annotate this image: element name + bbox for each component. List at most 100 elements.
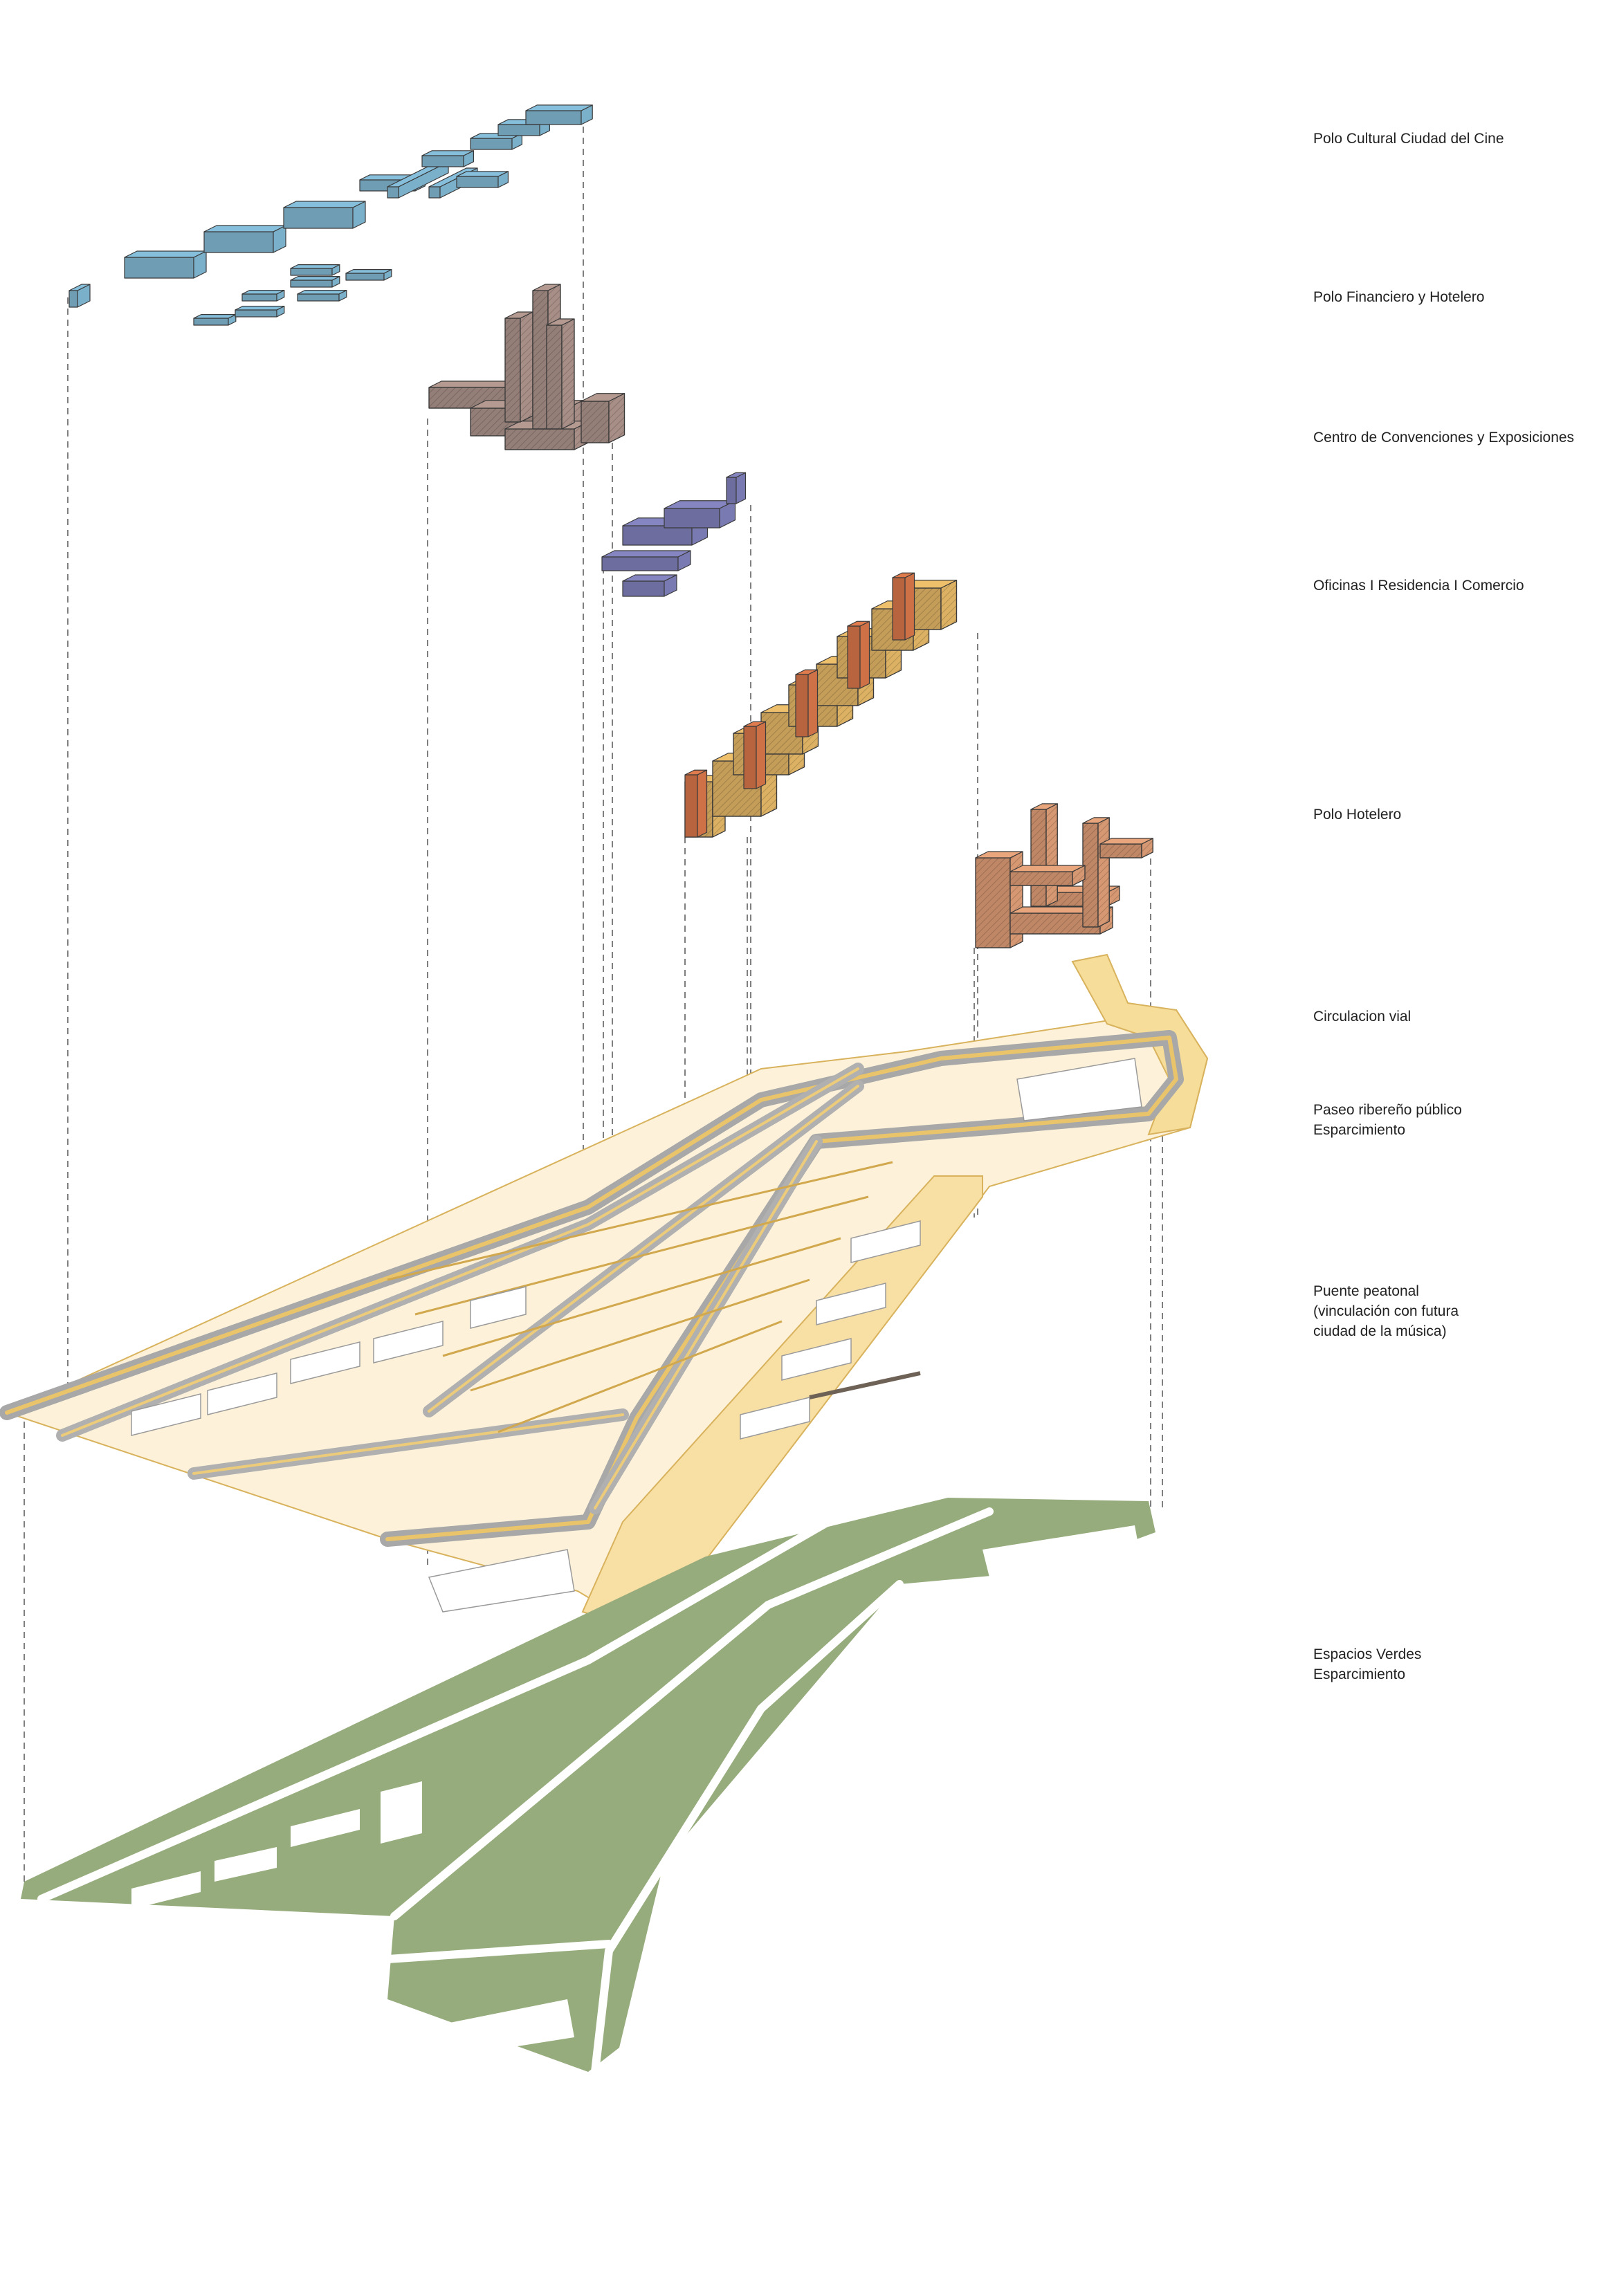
building-block	[1009, 865, 1086, 886]
building-block	[203, 225, 286, 253]
block-front-face	[726, 477, 737, 504]
block-top-face	[290, 264, 340, 269]
layer-financial-towers	[428, 284, 625, 450]
block-side-face	[736, 472, 747, 504]
building-block	[601, 550, 691, 571]
block-top-face	[235, 306, 285, 311]
block-top-face	[1099, 838, 1153, 845]
legend-label-green: Espacios Verdes Esparcimiento	[1313, 1646, 1422, 1682]
layer-hotel-blocks	[975, 803, 1153, 948]
block-top-face	[193, 314, 237, 319]
block-front-hatch	[975, 857, 1011, 948]
block-front-face	[847, 625, 861, 689]
block-front-face	[283, 207, 354, 229]
block-front-hatch	[504, 318, 521, 423]
building-block	[387, 161, 449, 199]
block-front-face	[525, 110, 582, 125]
block-top-face	[1082, 817, 1110, 824]
block-top-face	[525, 104, 593, 111]
block-side-face	[904, 572, 915, 641]
block-front-face	[601, 556, 679, 571]
building-block	[546, 318, 575, 430]
building-block	[283, 201, 366, 229]
block-top-face	[892, 572, 915, 578]
block-side-hatch	[608, 393, 625, 443]
block-front-hatch	[1030, 809, 1047, 907]
building-block	[290, 264, 340, 276]
block-side-face	[697, 769, 708, 838]
legend-label-offices: Oficinas I Residencia I Comercio	[1313, 578, 1524, 594]
legend-label-roads: Circulacion vial	[1313, 1009, 1411, 1025]
building-block	[795, 669, 819, 737]
building-block	[68, 284, 91, 308]
block-front-hatch	[532, 290, 549, 430]
building-block	[1099, 838, 1153, 858]
building-block	[664, 500, 736, 529]
building-block	[581, 393, 625, 443]
building-block	[193, 314, 237, 326]
building-block	[241, 290, 285, 302]
building-block	[235, 306, 285, 318]
block-front-face	[68, 290, 78, 308]
building-block	[1030, 803, 1058, 907]
block-side-hatch	[1045, 803, 1058, 907]
green-space	[21, 1498, 1155, 2072]
block-front-hatch	[1099, 843, 1142, 858]
building-block	[124, 250, 207, 279]
block-front-face	[290, 268, 333, 276]
block-top-face	[241, 290, 285, 295]
block-front-face	[497, 124, 540, 136]
legend-label-hotel: Polo Hotelero	[1313, 807, 1402, 823]
block-top-face	[532, 284, 561, 291]
block-front-face	[743, 726, 757, 789]
block-top-face	[622, 574, 677, 582]
layer-convention-blocks	[601, 472, 747, 597]
block-top-face	[743, 721, 767, 727]
building-footprints	[131, 1058, 1142, 1613]
legend-label-convention: Centro de Convenciones y Exposiciones	[1313, 430, 1575, 446]
building-block	[345, 269, 392, 281]
block-top-face	[581, 393, 625, 402]
block-front-face	[622, 525, 693, 546]
block-side-hatch	[561, 318, 575, 430]
block-top-face	[124, 250, 207, 258]
block-front-face	[290, 279, 333, 288]
building-block	[847, 621, 870, 689]
block-top-face	[290, 276, 340, 281]
block-front-face	[124, 257, 194, 279]
block-front-face	[345, 273, 385, 281]
block-top-face	[1030, 803, 1058, 810]
block-side-hatch	[940, 580, 958, 630]
block-front-face	[203, 231, 274, 253]
block-top-face	[421, 150, 475, 156]
block-front-hatch	[1009, 871, 1073, 886]
block-front-face	[387, 186, 399, 199]
building-block	[290, 276, 340, 288]
block-side-hatch	[1097, 817, 1110, 928]
legend-label-financial: Polo Financiero y Hotelero	[1313, 289, 1485, 305]
building-block	[297, 290, 347, 302]
block-front-face	[297, 293, 340, 302]
cross-streets	[387, 1161, 893, 1433]
legend-label-cultural: Polo Cultural Ciudad del Cine	[1313, 131, 1504, 147]
green-footprints	[131, 1525, 1142, 2058]
building-block	[892, 572, 915, 641]
layer-offices-blocks	[684, 572, 958, 838]
block-top-face	[546, 318, 575, 326]
block-front-face	[622, 580, 665, 597]
block-top-face	[1009, 865, 1086, 872]
block-front-face	[241, 293, 277, 302]
block-front-face	[795, 674, 809, 737]
block-top-face	[297, 290, 347, 295]
block-top-face	[283, 201, 366, 208]
building-block	[470, 133, 523, 150]
building-block	[684, 769, 708, 838]
block-top-face	[345, 269, 392, 274]
block-front-face	[428, 186, 441, 199]
block-side-face	[807, 669, 819, 737]
building-block	[1082, 817, 1110, 928]
pedestrian-bridge	[809, 1371, 921, 1399]
block-front-face	[664, 508, 720, 529]
block-top-face	[847, 621, 870, 627]
